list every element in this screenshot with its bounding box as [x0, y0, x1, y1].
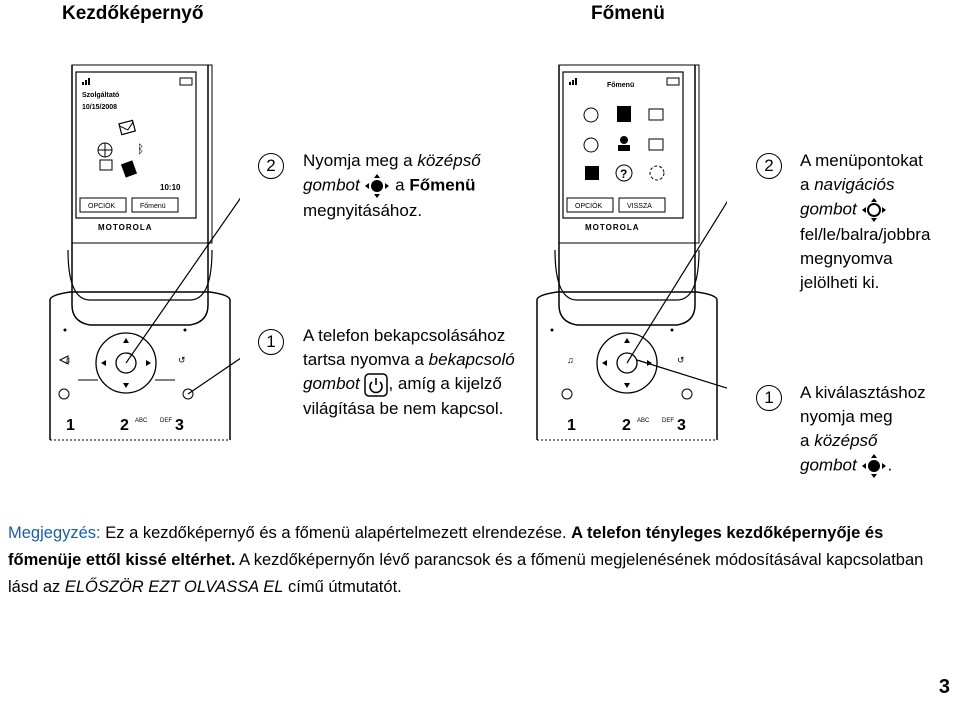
signal-icon: [82, 78, 90, 85]
help-icon: [615, 164, 633, 182]
nav-key-icon: [862, 198, 887, 222]
heading-home-screen: Kezdőképernyő: [62, 3, 204, 24]
reference-guide-title: ELŐSZÖR EZT OLVASSA EL: [64, 578, 284, 596]
step-2-left-text: Nyomja meg a középső gombot a Főmenü meg…: [303, 151, 481, 220]
step-2-right-text: A menüpontokat a navigációs gombot fel/l…: [800, 151, 931, 292]
svg-text:DEF: DEF: [160, 418, 172, 424]
phone-right-illustration: Főmenü ? OPCIÓK VISSZA MOTOROLA ♫ ↺ 1 2 …: [536, 64, 727, 441]
power-key: [182, 388, 194, 400]
svg-text:2: 2: [622, 417, 631, 434]
center-select-icon: [365, 174, 390, 198]
step-2-left-number: 2: [258, 153, 284, 179]
phonebook-icon: [617, 106, 631, 122]
softkey-options: OPCIÓK: [575, 201, 603, 210]
softkey-mainmenu: Főmenü: [140, 203, 166, 210]
screen-left: [75, 71, 197, 219]
step-1-left-text: A telefon bekapcsolásához tartsa nyomva …: [303, 326, 515, 418]
svg-text:DEF: DEF: [662, 418, 674, 424]
svg-text:♫: ♫: [567, 355, 574, 365]
menu-title: Főmenü: [607, 82, 634, 89]
step-1-left-number: 1: [258, 329, 284, 355]
power-key-icon: [364, 372, 389, 397]
camera-icon: [99, 159, 113, 171]
note-label: Megjegyzés:: [8, 524, 101, 542]
brand-logo: MOTOROLA: [98, 223, 153, 232]
back-icon: ↺: [178, 355, 186, 365]
key-1: 1: [66, 417, 75, 434]
svg-text:1: 1: [567, 417, 576, 434]
step-1-right-number: 1: [756, 385, 782, 411]
svg-text:?: ?: [620, 167, 627, 181]
center-select-icon: [862, 454, 887, 478]
brand-logo: MOTOROLA: [585, 223, 640, 232]
note-paragraph: Megjegyzés: Ez a kezdőképernyő és a főme…: [8, 524, 924, 596]
svg-text:3: 3: [677, 417, 686, 434]
send-key: [58, 388, 70, 400]
contacts-icon: [620, 136, 628, 144]
phonebook-icon: [120, 160, 138, 178]
settings-icon: [649, 165, 665, 181]
softkey-options: OPCIÓK: [88, 201, 116, 210]
music-icon: ♫: [64, 355, 71, 365]
clock-text: 10:10: [160, 183, 181, 192]
svg-text:ABC: ABC: [135, 418, 148, 424]
svg-text:↺: ↺: [677, 355, 685, 365]
messages-icon: [648, 108, 664, 121]
battery-icon: [179, 77, 193, 86]
envelope-icon: [118, 119, 137, 136]
bluetooth-icon: ᛒ: [137, 142, 144, 156]
heading-main-menu: Főmenü: [591, 3, 665, 24]
page-number: 3: [938, 676, 950, 698]
step-2-right-number: 2: [756, 153, 782, 179]
carrier-text: Szolgáltató: [82, 92, 119, 99]
media-icon: [583, 137, 599, 153]
step-1-right-text: A kiválasztáshoz nyomja meg a középső go…: [800, 381, 960, 479]
office-icon: [585, 166, 599, 180]
key-2: 2: [120, 417, 129, 434]
phone-left-illustration: Szolgáltató 10/15/2008 ᛒ 10:10 OPCIÓK Fő…: [49, 64, 240, 441]
svg-text:ABC: ABC: [637, 418, 650, 424]
web-icon: [583, 107, 599, 123]
key-3: 3: [175, 417, 184, 434]
email-icon: [648, 138, 664, 151]
date-text: 10/15/2008: [82, 104, 117, 111]
softkey-back: VISSZA: [627, 203, 652, 210]
